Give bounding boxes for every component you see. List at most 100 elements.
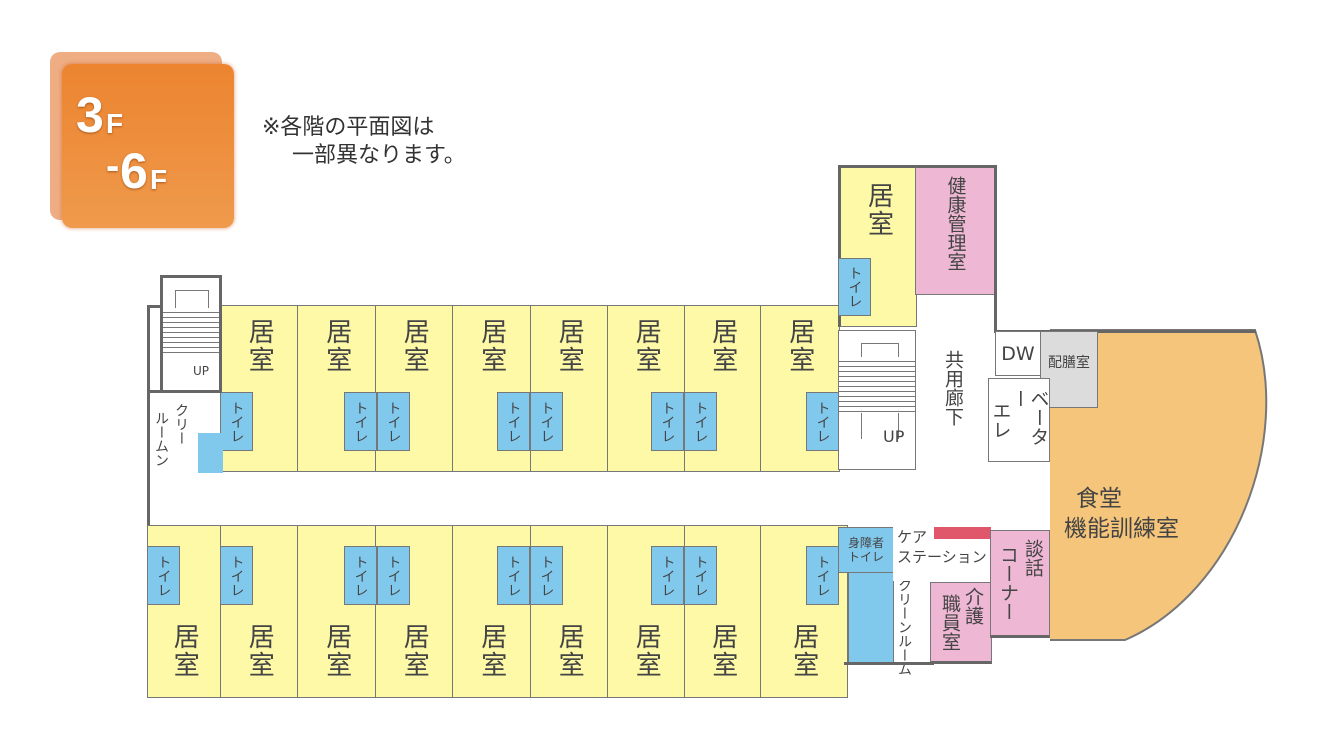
care-station-counter <box>934 527 991 539</box>
toilet-label: トイレ <box>505 554 522 597</box>
room-label: 居室 <box>244 623 275 679</box>
care-staff-room[interactable]: 職員室 介護 <box>930 582 992 664</box>
care-station-label-a: ケア <box>897 528 928 546</box>
toilet: トイレ <box>220 392 253 451</box>
staff-room-label: 職員室 <box>939 593 961 651</box>
lounge-label-a: 談話 <box>1022 539 1044 577</box>
toilet-label: トイレ <box>814 400 831 443</box>
toilet-label: トイレ <box>846 266 863 308</box>
room-label: 居室 <box>554 623 585 679</box>
clean-room-left-label-b: ルームン <box>153 411 169 467</box>
accessible-toilet[interactable]: 身障者 トイレ <box>838 527 894 573</box>
toilet: トイレ <box>530 546 563 605</box>
toilet: トイレ <box>497 546 530 605</box>
floor-to-unit: F <box>150 164 168 195</box>
toilet-label: トイレ <box>538 400 555 443</box>
room-label: 居室 <box>321 318 352 374</box>
toilet: トイレ <box>684 392 717 451</box>
toilet-label: トイレ <box>228 554 245 597</box>
wall <box>844 662 934 665</box>
toilet-label: トイレ <box>352 400 369 443</box>
care-label: 介護 <box>962 587 984 625</box>
room-label: 居室 <box>788 623 819 679</box>
stair-center: UP <box>838 330 916 470</box>
room-label: 居室 <box>244 318 275 374</box>
note-line-2: 一部異なります。 <box>292 143 466 168</box>
elevator-label-b: ベーター <box>1008 389 1050 446</box>
toilet-label: トイレ <box>692 554 709 597</box>
floor-badge: 3 F - 6 F <box>62 64 234 228</box>
toilet: トイレ <box>147 546 180 605</box>
dumbwaiter: DW <box>995 331 1041 376</box>
toilet-label: トイレ <box>352 554 369 597</box>
toilet: トイレ <box>377 392 410 451</box>
toilet-label: トイレ <box>692 400 709 443</box>
room-label: 居室 <box>863 182 894 238</box>
room-label: 居室 <box>476 623 507 679</box>
dining-label: 食堂 <box>1076 486 1122 512</box>
shared-corridor-label: 共用廊下 <box>942 350 964 426</box>
elevator[interactable]: エレ ベーター <box>988 378 1050 462</box>
stair-steps <box>163 308 219 354</box>
clean-room-right-label: クリーンルーム <box>896 578 912 676</box>
toilet-label: トイレ <box>385 400 402 443</box>
room-label: 居室 <box>631 318 662 374</box>
note-line-1: ※各階の平面図は <box>262 115 435 140</box>
toilet-label: トイレ <box>659 554 676 597</box>
room-label: 居室 <box>399 318 430 374</box>
room-label: 居室 <box>631 623 662 679</box>
stair-up-label: UP <box>883 427 905 446</box>
health-room-label: 健康管理室 <box>944 176 967 271</box>
toilet: トイレ <box>530 392 563 451</box>
dining-training-room[interactable]: 食堂 機能訓練室 <box>1064 484 1179 544</box>
clean-room-left-sink <box>198 433 223 473</box>
clean-room-left-label-a: クリー <box>173 403 189 445</box>
floor-dash: - <box>106 144 120 188</box>
clean-room-right-sinks <box>848 572 894 664</box>
toilet-label: トイレ <box>385 554 402 597</box>
elevator-label-a: エレ <box>989 401 1012 439</box>
accessible-toilet-label-b: トイレ <box>847 550 884 564</box>
pantry-label: 配膳室 <box>1048 355 1090 371</box>
lounge-corner[interactable]: コーナー 談話 <box>990 530 1050 638</box>
floor-from: 3 <box>76 87 104 143</box>
toilet: トイレ <box>651 392 684 451</box>
toilet: トイレ <box>220 546 253 605</box>
toilet-label: トイレ <box>538 554 555 597</box>
toilet: トイレ <box>806 546 839 605</box>
floor-note: ※各階の平面図は 一部異なります。 <box>262 114 466 170</box>
toilet-north: トイレ <box>838 258 871 316</box>
room-label: 居室 <box>707 318 738 374</box>
toilet: トイレ <box>684 546 717 605</box>
room-label: 居室 <box>321 623 352 679</box>
health-management-room[interactable]: 健康管理室 <box>915 165 997 295</box>
toilet-label: トイレ <box>814 554 831 597</box>
toilet-label: トイレ <box>228 400 245 443</box>
toilet-label: トイレ <box>505 400 522 443</box>
toilet: トイレ <box>806 392 839 451</box>
clean-room-left: クリー ルームン <box>147 390 223 473</box>
floor-from-unit: F <box>106 108 124 139</box>
wall <box>994 293 997 333</box>
toilet: トイレ <box>497 392 530 451</box>
toilet: トイレ <box>377 546 410 605</box>
stair-up-label: UP <box>193 364 210 378</box>
wall <box>994 330 1256 333</box>
floor-to: 6 <box>120 143 148 199</box>
stair-steps <box>839 357 915 413</box>
room-label: 居室 <box>169 623 200 679</box>
toilet-label: トイレ <box>659 400 676 443</box>
training-room-label: 機能訓練室 <box>1064 516 1179 542</box>
room-label: 居室 <box>554 318 585 374</box>
lounge-label-b: コーナー <box>997 545 1019 621</box>
dw-label: DW <box>1001 342 1035 365</box>
stair-left: UP <box>160 275 222 393</box>
toilet: トイレ <box>344 392 377 451</box>
room-label: 居室 <box>784 318 815 374</box>
care-station-label-b: ステーション <box>897 548 987 566</box>
room-label: 居室 <box>399 623 430 679</box>
room-label: 居室 <box>707 623 738 679</box>
toilet: トイレ <box>344 546 377 605</box>
